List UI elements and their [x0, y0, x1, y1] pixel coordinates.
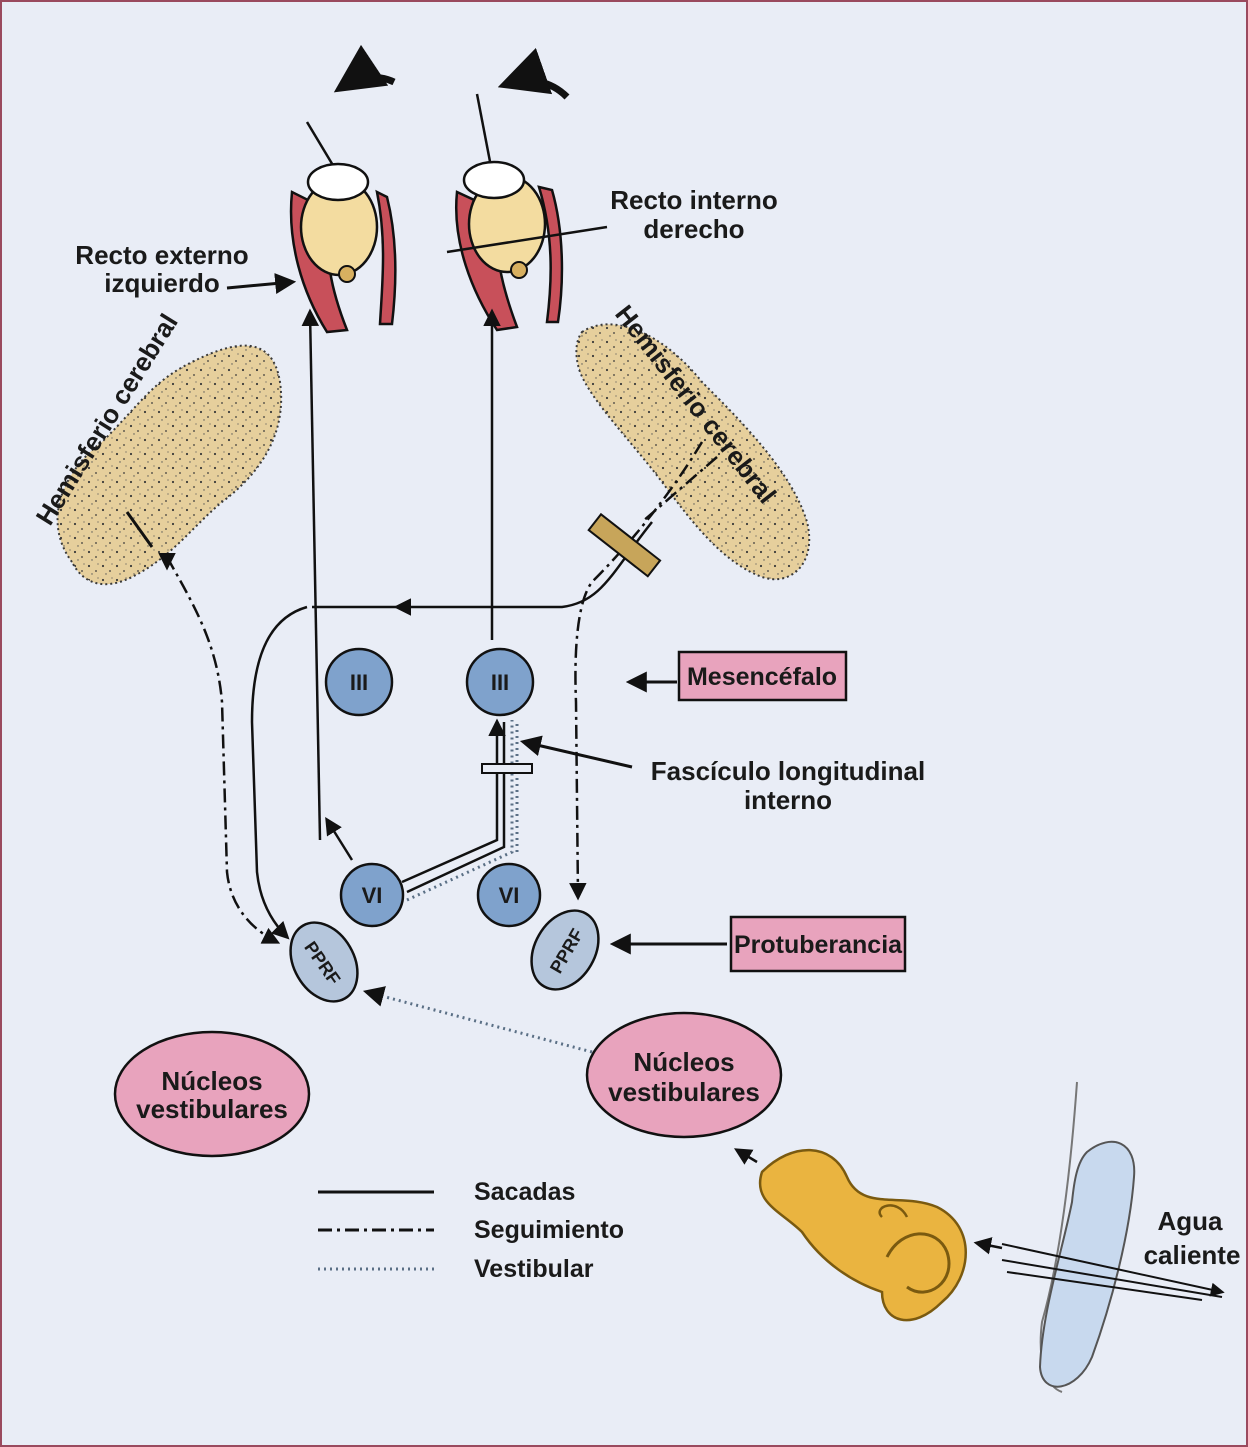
recto-interno-label-2: derecho [643, 214, 744, 244]
inner-ear [737, 1150, 966, 1320]
vestibular-nuclei-right: Núcleos vestibulares [587, 1013, 781, 1137]
svg-text:Mesencéfalo: Mesencéfalo [687, 663, 837, 691]
svg-text:VI: VI [362, 883, 383, 908]
nucleus-iii-right: III [467, 649, 533, 715]
mlf-bar [482, 764, 532, 773]
recto-interno-label-1: Recto interno [610, 185, 778, 215]
nucleus-iii-left: III [326, 649, 392, 715]
agua-label-2: caliente [1144, 1240, 1241, 1270]
svg-text:Núcleos: Núcleos [161, 1066, 262, 1096]
vestibular-nuclei-left: Núcleos vestibulares [115, 1032, 309, 1156]
ear-canal [977, 1082, 1222, 1392]
svg-text:Seguimiento: Seguimiento [474, 1216, 624, 1244]
recto-externo-label-2: izquierdo [104, 268, 220, 298]
svg-text:III: III [350, 670, 368, 695]
svg-text:Núcleos: Núcleos [633, 1047, 734, 1077]
pprf-left: PPRF [277, 911, 371, 1014]
svg-text:Protuberancia: Protuberancia [734, 931, 903, 959]
pursuit-pathways [167, 442, 717, 942]
fasciculo-label-2: interno [744, 785, 832, 815]
mesencefalo-box: Mesencéfalo [679, 652, 846, 700]
nucleus-vi-right: VI [478, 864, 540, 926]
svg-text:VI: VI [499, 883, 520, 908]
nucleus-vi-left: VI [341, 864, 403, 926]
legend-item-vestibular: Vestibular [318, 1255, 594, 1283]
legend: Sacadas Seguimiento Vestibular [318, 1178, 624, 1283]
legend-item-seguimiento: Seguimiento [318, 1216, 624, 1244]
right-eye [447, 80, 607, 330]
saccade-pathways [252, 312, 652, 937]
svg-text:vestibulares: vestibulares [136, 1094, 288, 1124]
svg-text:Sacadas: Sacadas [474, 1178, 575, 1206]
agua-label-1: Agua [1158, 1206, 1224, 1236]
svg-text:III: III [491, 670, 509, 695]
protuberancia-box: Protuberancia [731, 917, 905, 971]
svg-text:Vestibular: Vestibular [474, 1255, 594, 1283]
svg-text:vestibulares: vestibulares [608, 1077, 760, 1107]
left-eye [291, 77, 395, 332]
legend-item-sacadas: Sacadas [318, 1178, 575, 1206]
fasciculo-label-1: Fascículo longitudinal [651, 756, 925, 786]
recto-externo-label-1: Recto externo [75, 240, 248, 270]
